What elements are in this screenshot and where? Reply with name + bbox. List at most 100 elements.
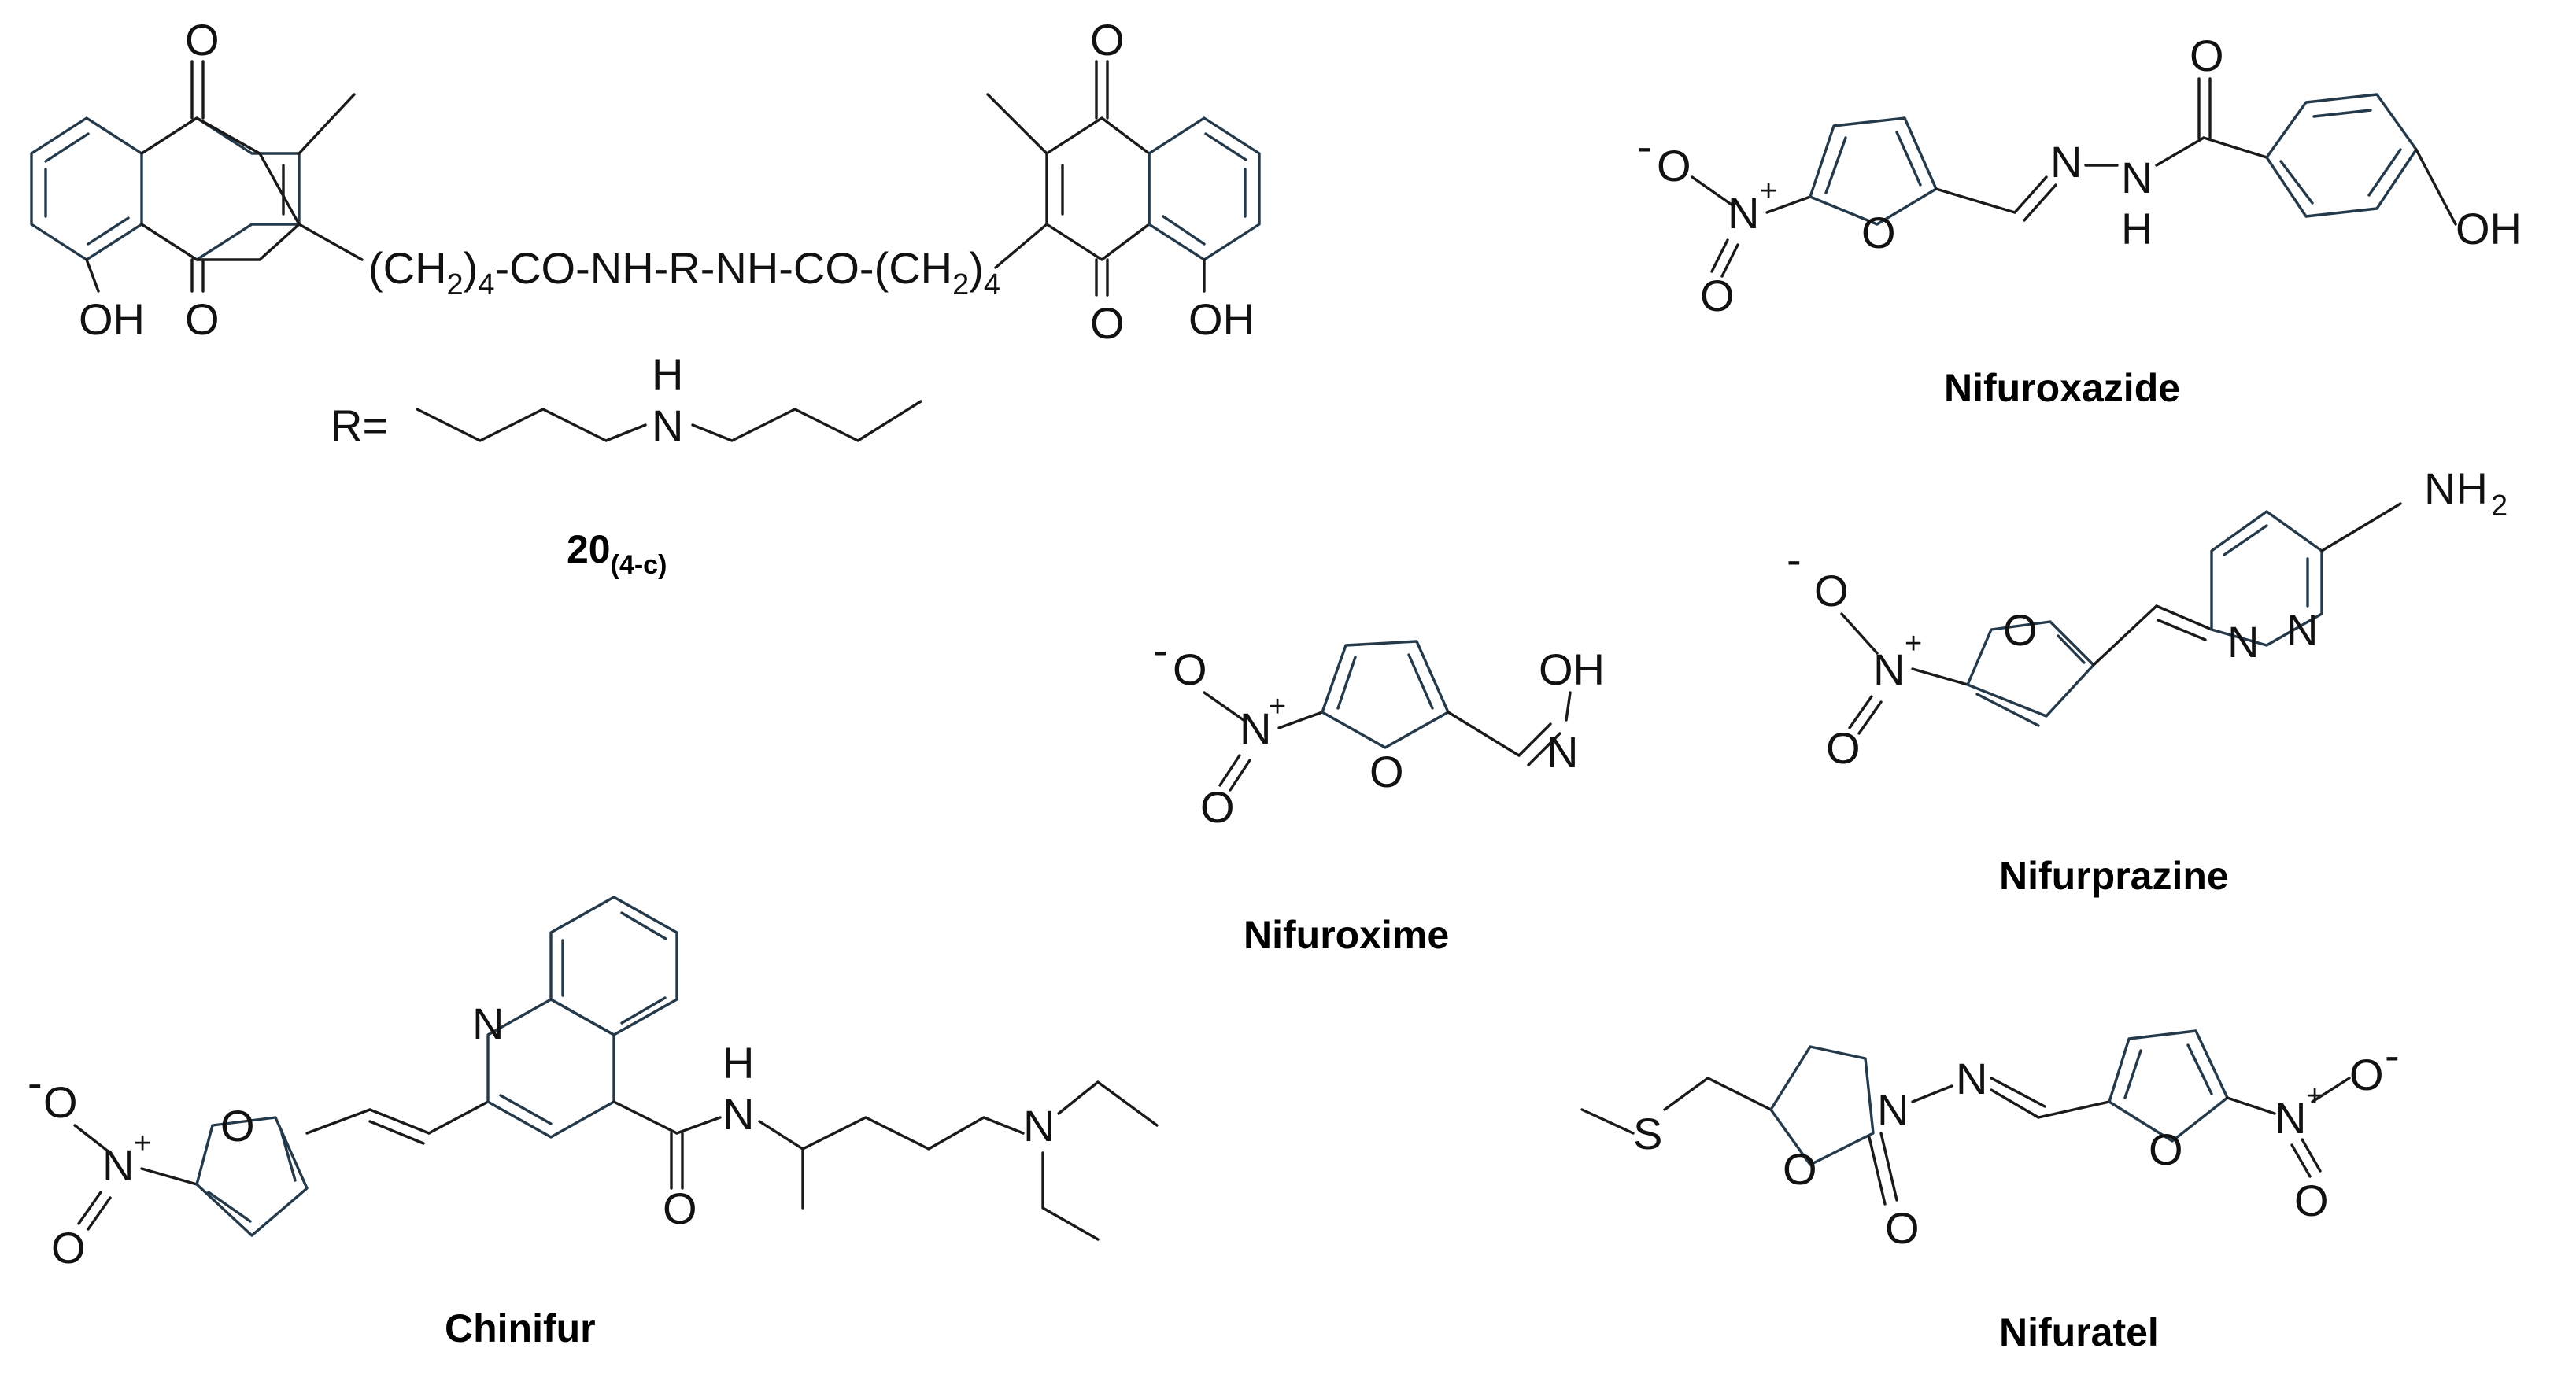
atom-2: 2 <box>2491 489 2508 523</box>
bond <box>2155 136 2205 167</box>
atom-O: O <box>1885 1203 1920 1253</box>
nifuroxazide-name: Nifuroxazide <box>1944 366 2180 410</box>
atom-O: O <box>1200 782 1235 832</box>
subscript-2: 2 <box>952 268 969 301</box>
atom-O: O <box>1814 566 1849 615</box>
bond <box>1663 1077 1709 1111</box>
atom-O: O <box>185 15 220 65</box>
atom-N: N <box>1956 1054 1987 1103</box>
bond <box>2301 1138 2322 1173</box>
bond <box>1765 195 1812 214</box>
atom-O: O <box>2349 1050 2384 1099</box>
bond <box>1935 187 2016 214</box>
bond <box>298 93 356 155</box>
bond <box>2226 1096 2276 1115</box>
atom-O: O <box>1826 723 1861 773</box>
bond <box>1527 732 1561 766</box>
label-20-sub: (4-c) <box>611 550 667 580</box>
ethyl <box>1041 1151 1100 1241</box>
compound-20-structure: O O OH (CH2)4-CO-NH-R-NH-CO-(CH2)4 O O O… <box>30 15 1261 580</box>
atom-OH: OH <box>2456 204 2522 253</box>
linker-ch2-left: (CH <box>368 243 447 293</box>
atom-N: N <box>1877 1085 1909 1135</box>
r-chain <box>691 400 922 442</box>
bond <box>499 1094 553 1125</box>
bond <box>1706 1077 1772 1111</box>
atom-O: O <box>1090 15 1125 65</box>
bond <box>2023 183 2057 222</box>
bond <box>2155 604 2213 631</box>
bond <box>1911 667 1969 686</box>
bond <box>1407 653 1434 710</box>
atom-O: O <box>1861 208 1896 257</box>
atom-H: H <box>2121 204 2153 253</box>
atom-O: O <box>43 1077 78 1127</box>
linker-middle: -CO-NH-R-NH-CO-(CH <box>494 243 952 293</box>
bond <box>1336 656 1357 710</box>
atom-N: N <box>472 999 504 1048</box>
atom-O: O <box>2149 1125 2183 1174</box>
bond <box>986 93 1048 155</box>
bond <box>2311 1077 2351 1103</box>
paren-close: ) <box>464 243 479 293</box>
bond <box>620 996 667 1025</box>
bond <box>2186 1043 2213 1095</box>
bond <box>85 258 100 293</box>
bond <box>2415 148 2457 226</box>
atom-OH: OH <box>1539 645 1605 694</box>
subscript-2: 2 <box>447 268 464 301</box>
bond <box>207 1191 252 1223</box>
atom-O: O <box>2294 1176 2329 1225</box>
atom-N: N <box>723 1089 754 1139</box>
atom-O: O <box>1090 298 1125 348</box>
furan-ring <box>1809 116 1938 226</box>
atom-minus: - <box>28 1058 43 1107</box>
atom-N: N <box>2050 137 2082 187</box>
atom-O: O <box>220 1101 255 1151</box>
subscript-4: 4 <box>478 268 494 301</box>
bond <box>2320 502 2402 552</box>
bond <box>2123 1049 2142 1099</box>
atom-O: O <box>51 1223 86 1272</box>
bond <box>994 223 1048 269</box>
bond <box>1848 695 1873 729</box>
bond <box>2057 634 2086 664</box>
bond <box>1990 1077 2046 1108</box>
bond <box>1517 722 1552 757</box>
bond <box>87 1196 112 1231</box>
chinifur-name: Chinifur <box>445 1306 596 1350</box>
atom-minus: - <box>1787 534 1802 584</box>
atom-minus: - <box>1153 625 1168 674</box>
r-label: R= <box>331 401 388 450</box>
nifurprazine-name: Nifurprazine <box>1999 854 2229 898</box>
bond <box>305 1108 371 1135</box>
bond <box>1277 711 1324 729</box>
atom-plus: + <box>2306 1080 2323 1113</box>
bond <box>2013 175 2048 214</box>
bond <box>2279 160 2314 205</box>
atom-minus: - <box>2385 1030 2400 1080</box>
quinoline-benzo-ring <box>549 896 678 1036</box>
bond <box>2202 136 2268 159</box>
atom-plus: + <box>134 1127 151 1160</box>
bond <box>140 116 301 261</box>
atom-plus: + <box>1269 690 1286 723</box>
bond <box>1990 1088 2040 1119</box>
bond <box>1975 693 2040 727</box>
furan-ring <box>1966 620 2095 718</box>
atom-O: O <box>663 1184 697 1233</box>
atom-N: N <box>1873 645 1905 694</box>
atom-O: O <box>1173 645 1207 694</box>
atom-N: N <box>1547 727 1578 777</box>
atom-minus: - <box>1637 121 1652 171</box>
bond <box>140 1167 198 1186</box>
nifuratel-name: Nifuratel <box>1999 1310 2159 1354</box>
ethyl <box>1057 1080 1159 1127</box>
bond <box>1229 759 1251 792</box>
atom-O: O <box>1783 1144 1817 1194</box>
nifurprazine-structure: - O N + O O N N NH 2 Nifurprazine <box>1787 464 2508 898</box>
linker-text: (CH2)4-CO-NH-R-NH-CO-(CH2)4 <box>368 243 1000 301</box>
bond <box>675 1116 722 1135</box>
bond <box>1824 136 1847 194</box>
atom-O: O <box>1369 747 1404 796</box>
